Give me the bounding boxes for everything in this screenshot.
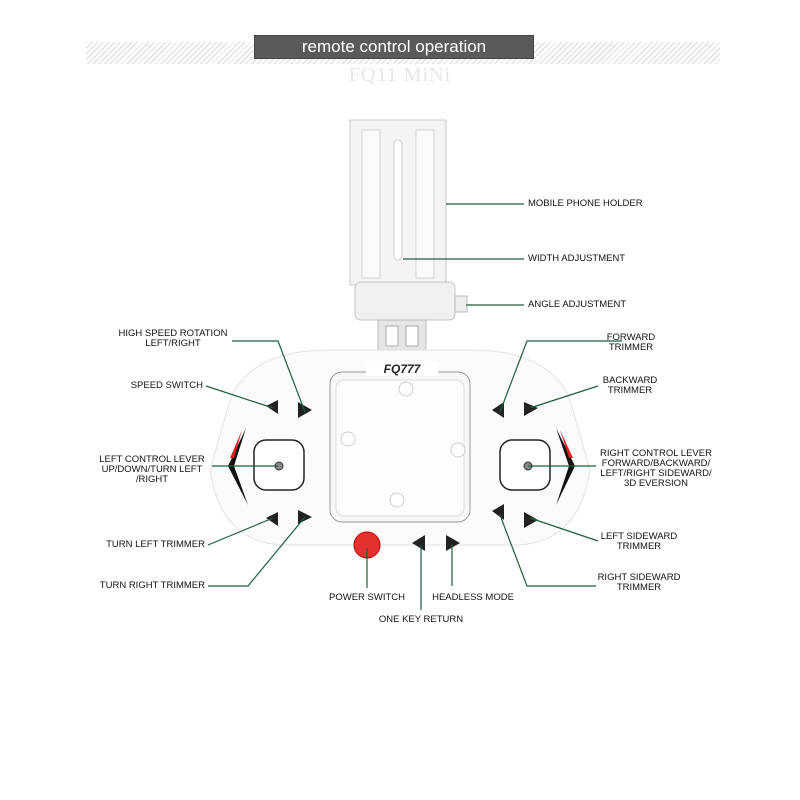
label-line: TRIMMER (616, 541, 662, 552)
label-line: LEFT/RIGHT (145, 338, 201, 349)
label-line: TRIMMER (616, 582, 662, 593)
headless-mode-button[interactable] (446, 535, 460, 551)
high-speed-rotation-button[interactable] (298, 402, 312, 418)
label-line: FORWARD (606, 332, 656, 343)
label-line: /RIGHT (135, 474, 169, 485)
label-line: FORWARD/BACKWARD/ (601, 458, 711, 469)
label-turn-left-trimmer: TURN LEFT TRIMMER (106, 539, 205, 550)
label-line: LEFT SIDEWARD (600, 531, 678, 542)
phone-holder (349, 119, 468, 361)
label-line: TRIMMER (608, 342, 654, 353)
right-sideward-trimmer-button[interactable] (524, 512, 538, 528)
label-line: LEFT CONTROL LEVER (99, 454, 205, 465)
one-key-return-button[interactable] (412, 535, 425, 551)
label-line: BACKWARD (602, 375, 658, 386)
label-line: HIGH SPEED ROTATION (118, 328, 228, 339)
forward-trimmer-button[interactable] (492, 402, 504, 418)
label-headless-mode: HEADLESS MODE (432, 592, 514, 603)
label-line: UP/DOWN/TURN LEFT (101, 464, 203, 475)
label-width-adjustment: WIDTH ADJUSTMENT (528, 253, 626, 264)
brand-label: FQ777 (384, 362, 422, 376)
speed-switch-button[interactable] (266, 400, 278, 414)
backward-trimmer-button[interactable] (524, 402, 538, 416)
label-angle-adjustment: ANGLE ADJUSTMENT (528, 299, 627, 310)
title-banner: remote control operation (254, 35, 534, 59)
label-line: TRIMMER (607, 385, 653, 396)
left-control-lever[interactable] (253, 439, 305, 491)
controller-body: FQ777 (209, 349, 591, 546)
label-turn-right-trimmer: TURN RIGHT TRIMMER (99, 580, 205, 591)
label-line: RIGHT SIDEWARD (597, 572, 681, 583)
label-mobile-phone-holder: MOBILE PHONE HOLDER (528, 198, 643, 209)
label-speed-switch: SPEED SWITCH (130, 380, 203, 391)
subtitle-watermark: FQ11 MiNi (348, 64, 452, 86)
leader-lines (205, 203, 622, 610)
label-line: LEFT/RIGHT SIDEWARD/ (600, 468, 712, 479)
label-power-switch: POWER SWITCH (329, 592, 405, 603)
label-one-key-return: ONE KEY RETURN (378, 614, 464, 625)
label-line: 3D EVERSION (624, 478, 688, 489)
label-line: RIGHT CONTROL LEVER (600, 448, 712, 459)
right-control-lever[interactable] (499, 439, 551, 491)
